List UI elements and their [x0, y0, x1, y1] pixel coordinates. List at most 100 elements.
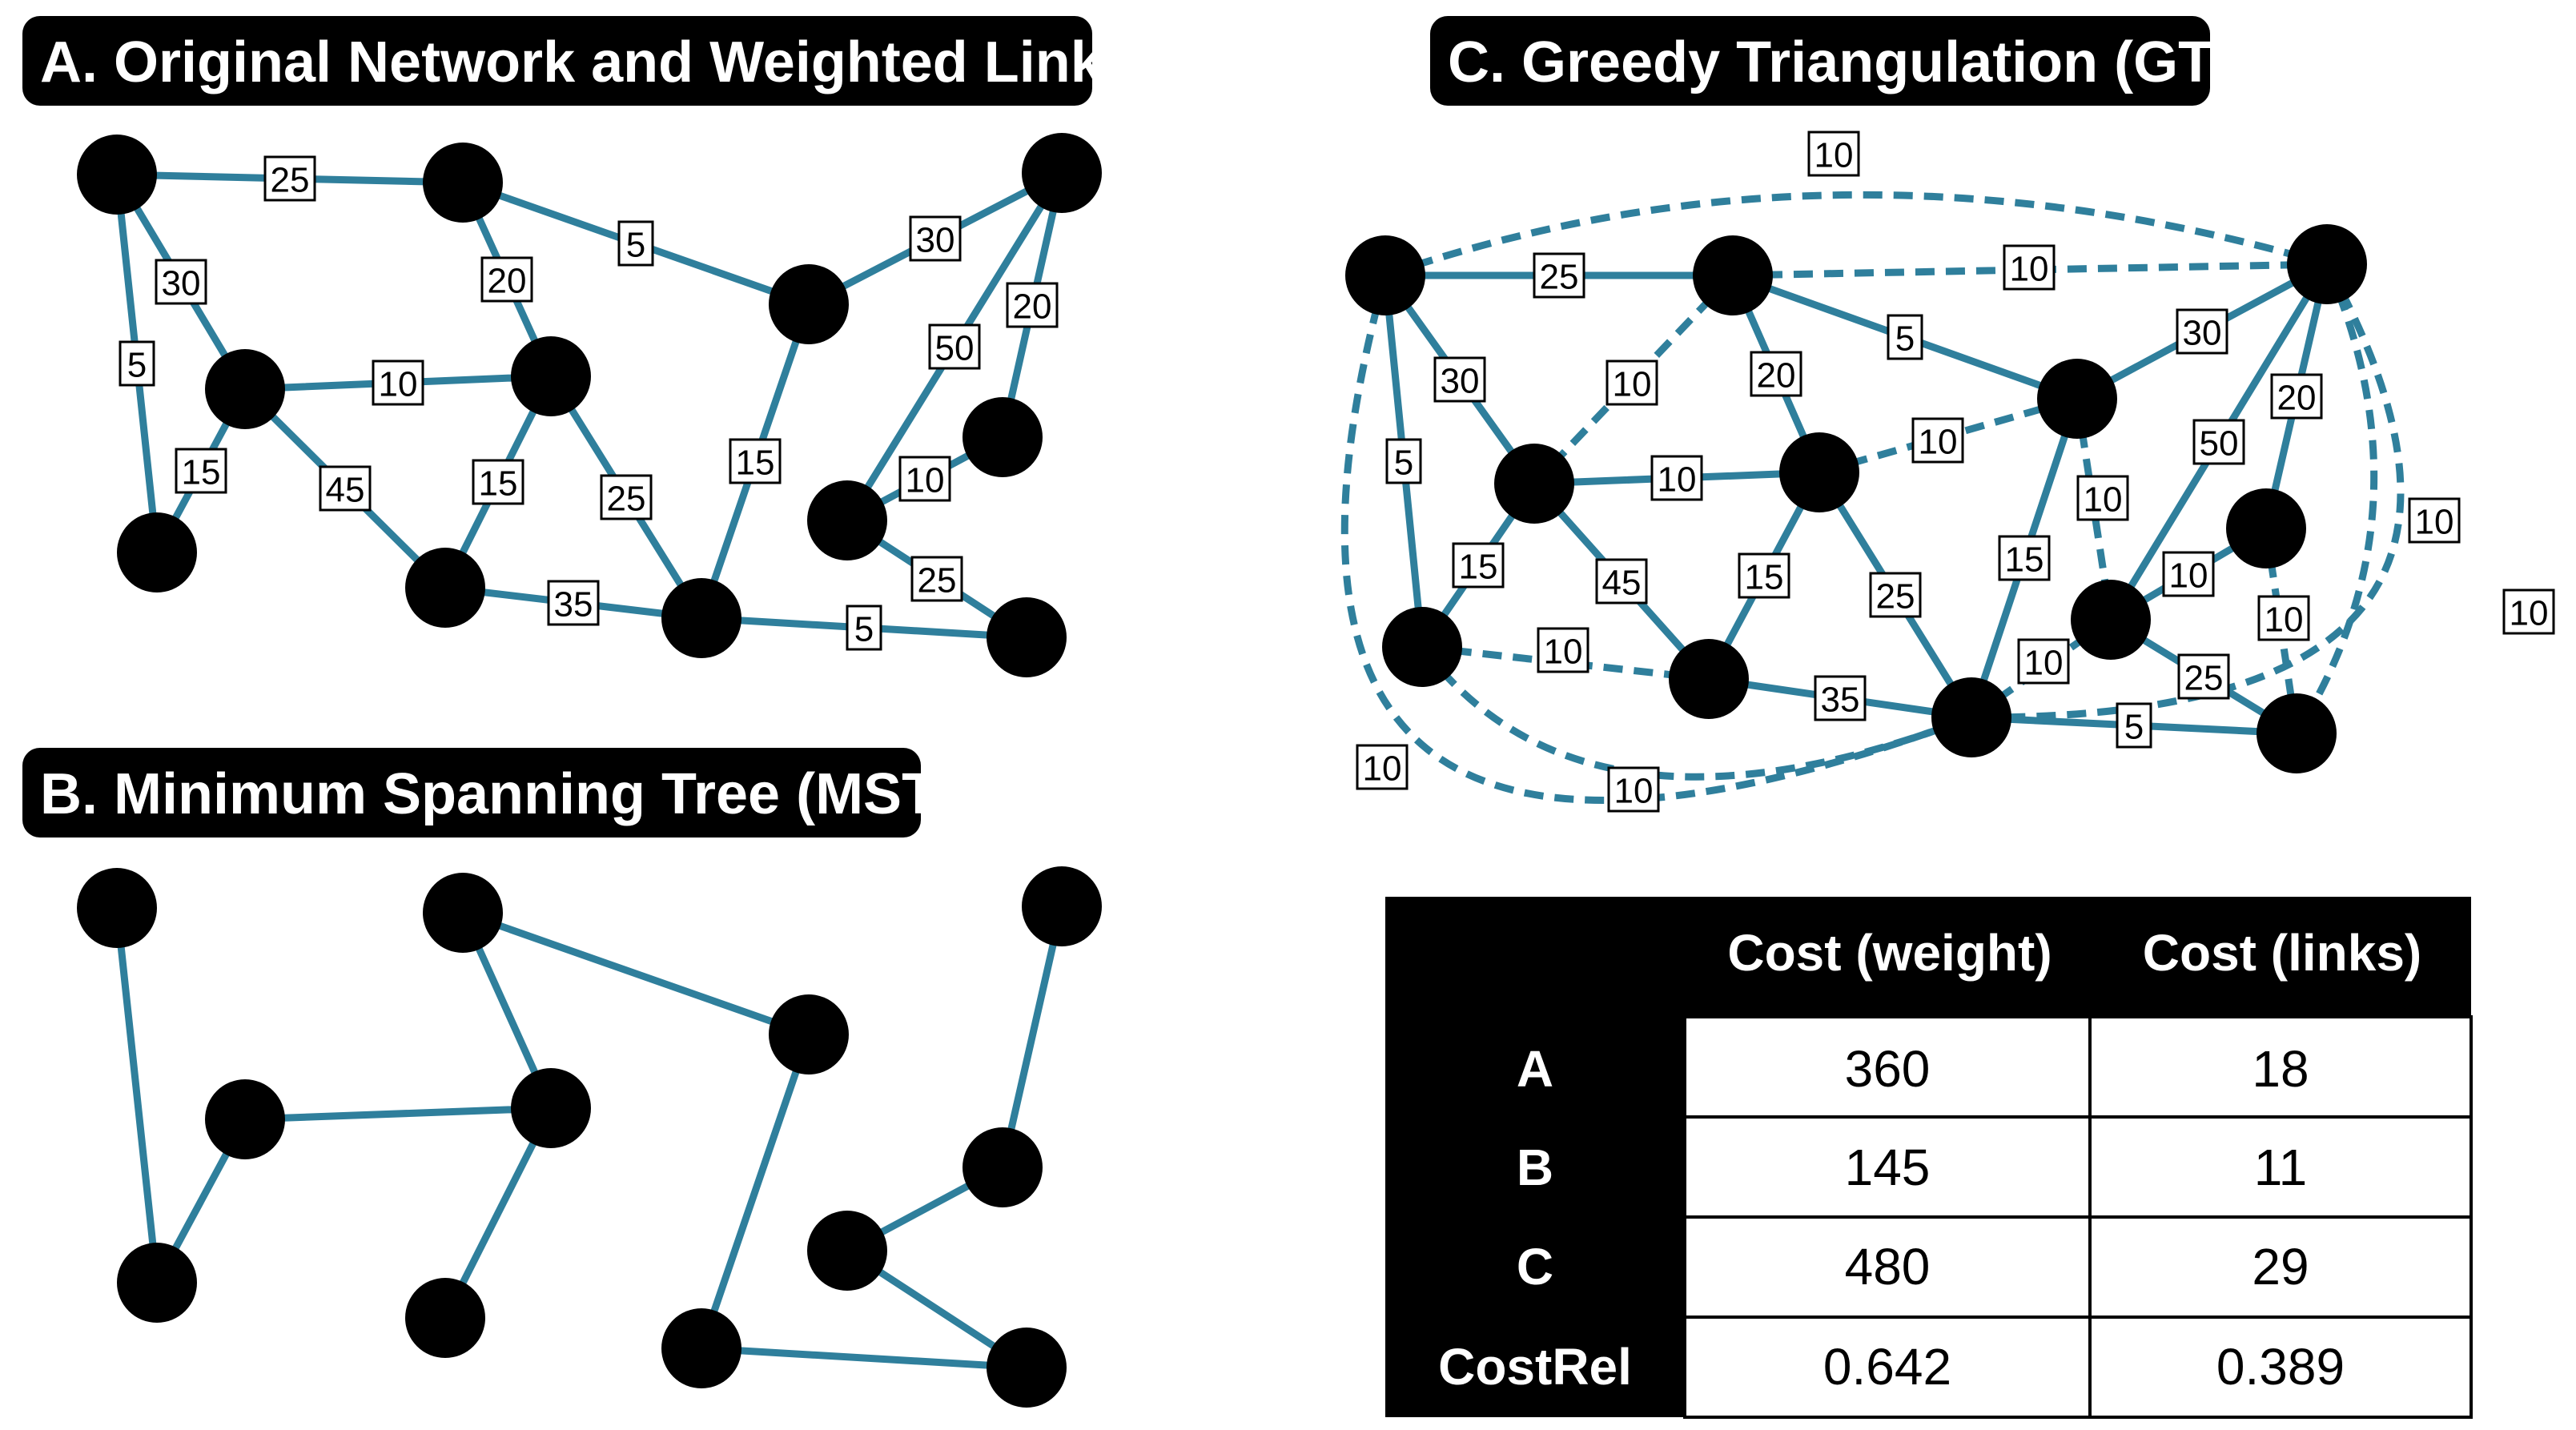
- weight-label-n9-n10: 20: [1006, 282, 1059, 328]
- weight-label-n9-n12: 10: [2408, 497, 2461, 544]
- link-n8-n12: [697, 1344, 1031, 1372]
- weight-label-n10-n12: 10: [2257, 595, 2310, 641]
- weight-label-n5-n6: 15: [1738, 552, 1790, 599]
- node-n10: [962, 397, 1043, 477]
- node-n8: [661, 1308, 741, 1388]
- dashed-link-n4-n6: [1421, 643, 1710, 683]
- node-n2: [423, 873, 503, 953]
- table-header-weight: Cost (weight): [1727, 924, 2052, 982]
- panel-a-title: A. Original Network and Weighted Links: [22, 16, 1135, 106]
- weight-label-n6-n8: 35: [1814, 675, 1867, 721]
- node-n3: [1494, 444, 1574, 524]
- table-row-links: 29: [2252, 1238, 2309, 1295]
- weight-label-n8-n11: 10: [2017, 638, 2070, 685]
- node-n5: [511, 336, 591, 416]
- weight-label-n3-n4-text: 15: [182, 453, 221, 492]
- weight-label-n9-n8: 10: [2502, 588, 2555, 635]
- weight-label-n2-n3: 10: [1605, 360, 1658, 406]
- weight-label-n3-n6: 45: [319, 465, 372, 512]
- weight-label-n1-n2: 25: [263, 155, 316, 202]
- weight-label-n10-n11-text: 10: [2169, 556, 2208, 596]
- dashed-link-n2-n3: [1531, 272, 1736, 487]
- weight-label-n8-n12: 5: [846, 605, 882, 651]
- node-n12: [2257, 693, 2337, 773]
- panel-c-title: C. Greedy Triangulation (GT): [1430, 16, 2232, 106]
- table-row-weight: 480: [1845, 1238, 1931, 1295]
- weight-label-n9-n10-text: 20: [1013, 287, 1052, 327]
- weight-label-n9-n11: 50: [2192, 419, 2245, 465]
- network-b-nodes: [77, 866, 1102, 1408]
- weight-label-n5-n6-text: 15: [479, 464, 518, 504]
- node-n1: [1345, 235, 1425, 315]
- weight-label-n3-n6-text: 45: [326, 471, 365, 510]
- weight-label-n1-n3: 30: [155, 259, 207, 305]
- weight-label-n7-n9-text: 30: [2183, 314, 2222, 353]
- weight-label-n7-n9-text: 30: [916, 221, 955, 260]
- dashed-link-n2-n9: [1732, 260, 2328, 279]
- node-n11: [807, 1211, 887, 1291]
- weight-label-n9-n11-text: 50: [2200, 424, 2239, 464]
- weight-label-n1-n8: 10: [1607, 766, 1660, 813]
- weight-label-n1-n3-text: 30: [1441, 362, 1480, 401]
- weight-label-n8-n12-text: 5: [854, 610, 874, 649]
- weight-label-n7-n9: 30: [909, 215, 962, 262]
- weight-label-n8-n12-text: 5: [2124, 708, 2144, 747]
- weight-label-n9-n8-text: 10: [2510, 594, 2549, 633]
- weight-label-n10-n11: 10: [2162, 551, 2215, 597]
- weight-label-n5-n6-text: 15: [1745, 558, 1784, 597]
- weight-label-n5-n7: 10: [1911, 417, 1964, 464]
- weight-label-n7-n9: 30: [2176, 308, 2228, 355]
- weight-label-n2-n7: 5: [1887, 314, 1923, 360]
- table-cell: [2088, 1015, 2473, 1119]
- weight-label-n5-n6: 15: [472, 459, 524, 505]
- node-n6: [405, 548, 485, 628]
- weight-label-n8-n11-text: 10: [2024, 644, 2064, 683]
- node-n3: [205, 349, 285, 429]
- table-cell: [1683, 1316, 2092, 1419]
- node-n7: [769, 264, 849, 344]
- table-row-weight: 360: [1845, 1040, 1931, 1098]
- node-n7: [2037, 359, 2117, 439]
- table-row-weight: 0.642: [1823, 1338, 1951, 1396]
- dashed-link-n1-n9: [1384, 191, 2329, 279]
- weight-label-n10-n11-text: 10: [906, 461, 945, 500]
- weight-label-n10-n11: 10: [898, 456, 951, 502]
- weight-label-n3-n5: 10: [372, 360, 424, 406]
- link-n2-n7: [459, 909, 813, 1038]
- weight-label-n1-n2-text: 25: [1540, 258, 1579, 297]
- weight-label-n1-n4-text: 5: [127, 346, 147, 385]
- node-n1: [77, 135, 157, 215]
- weight-label-n1-n9-text: 10: [1814, 136, 1854, 175]
- table-header-links: Cost (links): [2143, 924, 2421, 982]
- table-cell: [1683, 1115, 2092, 1219]
- weight-label-n1-n3: 30: [1433, 356, 1486, 403]
- weight-label-n5-n8: 25: [1869, 572, 1922, 618]
- weight-label-n11-n12-text: 25: [2184, 659, 2224, 698]
- node-n6: [1669, 639, 1749, 719]
- table-row-label: CostRel: [1438, 1338, 1632, 1396]
- node-n12: [987, 1328, 1067, 1408]
- weight-label-n2-n9-text: 10: [2010, 250, 2049, 289]
- node-n4: [117, 512, 197, 592]
- weight-label-n1-n2-text: 25: [271, 161, 310, 200]
- weight-label-n4-n6: 10: [1537, 627, 1589, 673]
- weight-label-n3-n4: 15: [175, 448, 227, 494]
- weight-label-n2-n5-text: 20: [1757, 356, 1796, 396]
- table-row-weight: 145: [1845, 1139, 1931, 1196]
- weight-label-n4-n8: 10: [1356, 744, 1409, 790]
- weight-label-n7-n8: 15: [729, 438, 782, 484]
- weight-label-n7-n11: 10: [2076, 475, 2129, 521]
- weight-label-n7-n8-text: 15: [2005, 540, 2044, 580]
- weight-label-n2-n9: 10: [2003, 244, 2056, 291]
- weight-label-n6-n8: 35: [547, 580, 600, 626]
- weight-label-n1-n2: 25: [1533, 252, 1585, 299]
- network-a-nodes: [77, 133, 1102, 677]
- weight-label-n9-n10: 20: [2270, 373, 2323, 420]
- weight-label-n7-n8: 15: [1998, 535, 2051, 581]
- weight-label-n11-n12: 25: [910, 556, 963, 602]
- weight-label-n2-n7: 5: [617, 220, 654, 267]
- weight-label-n5-n7-text: 10: [1919, 423, 1958, 462]
